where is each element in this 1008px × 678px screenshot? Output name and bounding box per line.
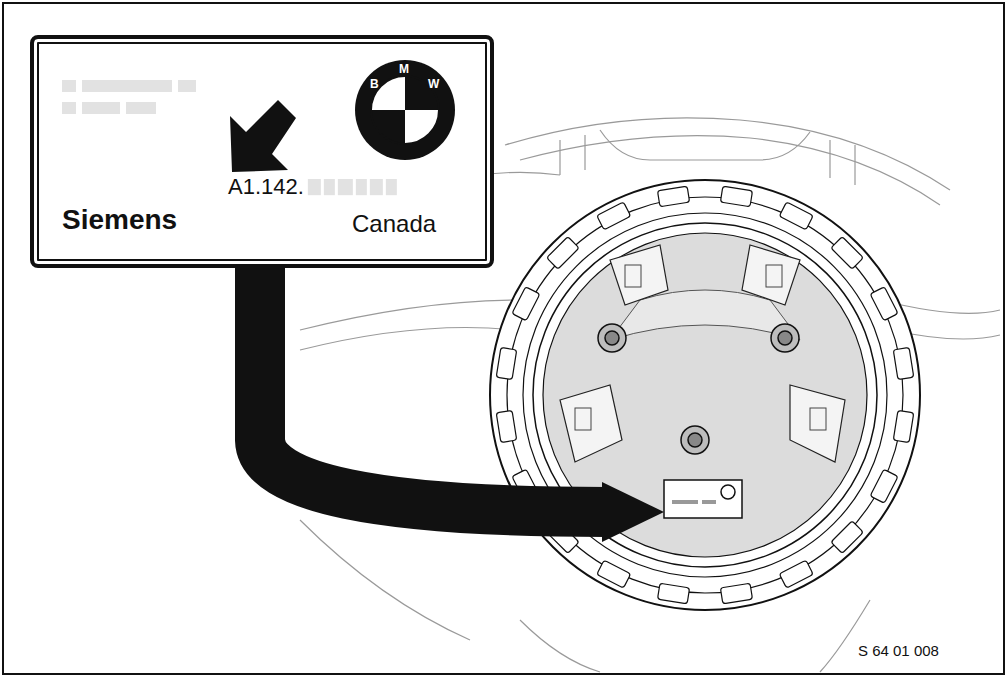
country-name: Canada xyxy=(352,211,436,237)
ring-slot xyxy=(597,202,631,230)
ring-slot xyxy=(547,237,580,270)
hub-label xyxy=(664,480,742,518)
ring-slot xyxy=(657,583,689,603)
ring-slot xyxy=(779,202,813,230)
ring-slot xyxy=(720,583,752,603)
part-number: A1.142. xyxy=(228,175,304,199)
ring-slot xyxy=(720,186,752,206)
frame xyxy=(3,3,1004,674)
ring-slot xyxy=(893,347,913,379)
ring-slot xyxy=(870,287,898,321)
ring-slot xyxy=(512,287,540,321)
figure-code: S 64 01 008 xyxy=(858,643,939,658)
ring-slot xyxy=(831,237,864,270)
ring-slot xyxy=(657,186,689,206)
airbag-module xyxy=(490,180,920,610)
ring-slot xyxy=(597,560,631,588)
logo-letter: M xyxy=(399,63,409,75)
manufacturer-name: Siemens xyxy=(62,205,177,236)
ring-slot xyxy=(893,410,913,442)
logo-letter: B xyxy=(370,78,379,90)
ring-slot xyxy=(496,347,516,379)
ring-slot xyxy=(831,521,864,554)
ring-slot xyxy=(779,560,813,588)
logo-letter: W xyxy=(428,78,439,90)
ring-slot xyxy=(496,410,516,442)
bmw-logo xyxy=(355,60,455,160)
ring-slot xyxy=(870,469,898,503)
leader-arrow xyxy=(260,268,664,542)
